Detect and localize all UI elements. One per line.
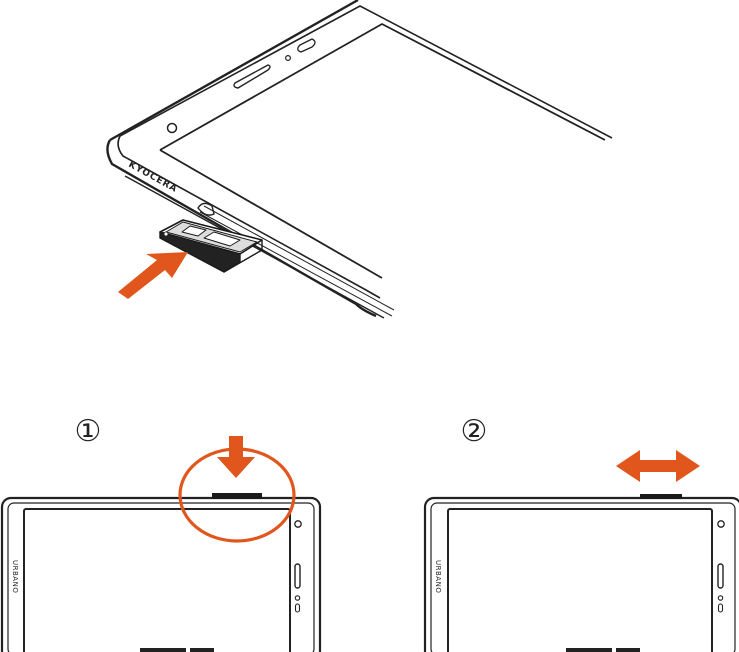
slide-double-arrow-icon	[616, 450, 700, 482]
phone-front-step-1	[0, 493, 322, 652]
sensor-step-2-a	[717, 595, 724, 601]
sim-tray-step-1	[212, 493, 262, 499]
tray-eject-hole	[163, 231, 169, 237]
step-label-2: ②	[461, 414, 488, 449]
front-camera-step-1	[294, 520, 302, 528]
phone-screen-step-2	[447, 508, 713, 652]
earpiece	[233, 64, 271, 89]
sim-slot	[197, 202, 215, 216]
sensor-step-1-b	[294, 603, 301, 613]
sensor-step-1-a	[294, 595, 301, 601]
phone-outer-edge	[109, 0, 359, 142]
earpiece-step-2	[717, 563, 724, 589]
phone-perspective	[106, 0, 613, 319]
phone-screen-step-1	[23, 508, 291, 652]
phone-left-edge	[106, 139, 377, 318]
insert-arrow-icon	[118, 252, 188, 299]
phone-screen	[159, 23, 606, 279]
sensor-step-2-b	[717, 603, 724, 613]
front-camera	[166, 122, 178, 134]
proximity-sensor	[297, 38, 316, 53]
step-label-1: ①	[75, 414, 102, 449]
earpiece-step-1	[294, 563, 301, 589]
phone-front-step-2	[423, 494, 739, 652]
phone-bezel-rim	[119, 5, 613, 139]
model-text-step-2: URBANO	[434, 560, 442, 593]
sensor-dot	[285, 54, 292, 61]
push-down-arrow-icon	[217, 436, 255, 478]
model-text-step-1: URBANO	[11, 560, 19, 593]
sim-tray	[159, 219, 263, 273]
sim-tray-step-2	[640, 494, 682, 499]
front-camera-step-2	[717, 520, 725, 528]
